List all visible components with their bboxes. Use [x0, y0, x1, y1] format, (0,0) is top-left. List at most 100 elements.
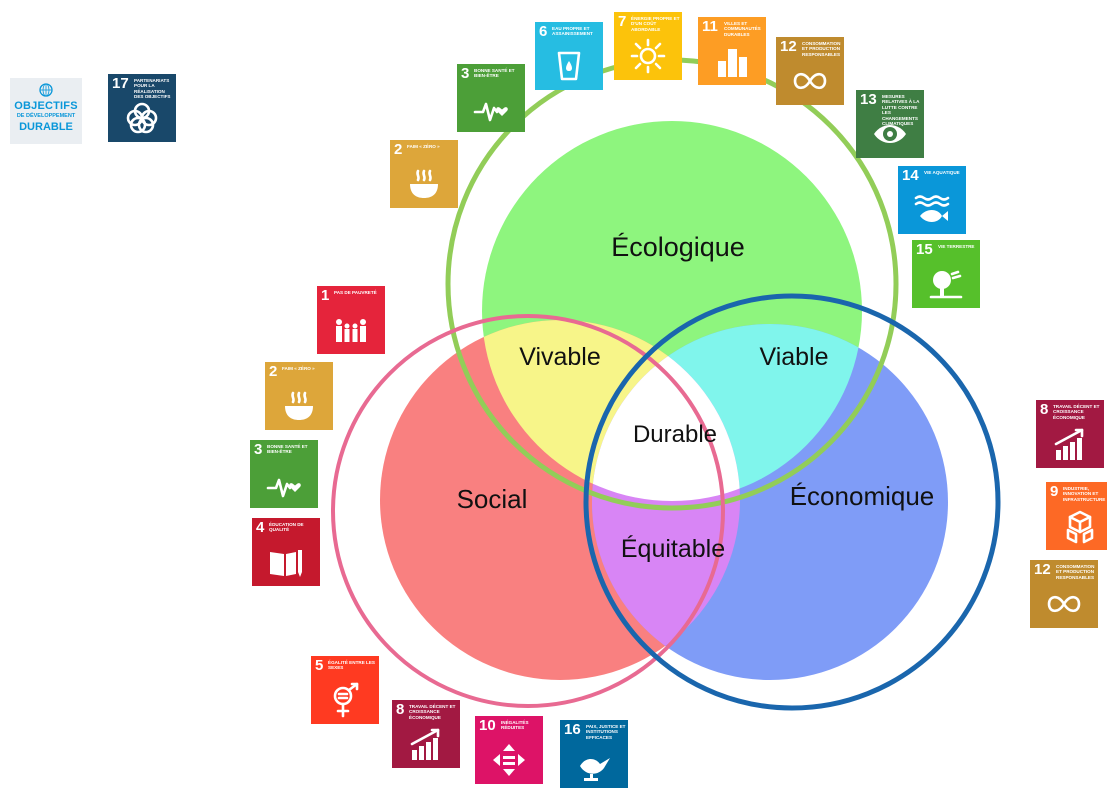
sdg-tile-number: 13 [860, 91, 877, 108]
label-social: Social [457, 484, 528, 514]
sdg-tile-2: 2 FAIM « ZÉRO » [390, 140, 458, 208]
heartbeat-icon [473, 102, 508, 122]
sdg-tile-number: 6 [539, 23, 548, 40]
sdg-tile-number: 11 [702, 18, 718, 35]
reduced-inequality-icon [493, 744, 525, 776]
book-pencil-icon [270, 550, 302, 577]
sdg-tile-16: 16 PAIX, JUSTICE ET INSTITUTIONS EFFICACE… [560, 720, 628, 788]
logo-line-2: DE DÉVELOPPEMENT [16, 113, 76, 119]
infinity-loop-icon [793, 72, 827, 90]
un-globe-icon [39, 83, 53, 97]
label-equitable: Équitable [621, 534, 725, 563]
sdg-tile-6: 6 EAU PROPRE ET ASSAINISSEMENT [535, 22, 603, 90]
sdg-tile-12: 12 CONSOMMATION ET PRODUCTION RESPONSABLE… [1030, 560, 1098, 628]
sdg-tile-title: PAS DE PAUVRETÉ [334, 290, 377, 295]
sdg-tile-number: 12 [780, 38, 797, 55]
sdg-tile-number: 4 [256, 519, 265, 536]
sdg-tile-title: ÉDUCATION DE QUALITÉ [269, 522, 304, 533]
sdg-tile-number: 7 [618, 13, 627, 30]
sdg-tile-title: INDUSTRIE, INNOVATION ET INFRASTRUCTURE [1063, 486, 1106, 502]
sdg-tile-number: 15 [916, 241, 933, 258]
family-icon [336, 319, 366, 342]
infinity-loop-icon [1047, 595, 1081, 613]
gender-equality-icon [333, 682, 359, 718]
sdg-tile-number: 14 [902, 167, 919, 184]
flower-rings-icon [126, 102, 158, 134]
sun-power-icon [630, 38, 666, 74]
sdg-tile-number: 5 [315, 657, 324, 674]
sdg-tile-number: 1 [321, 287, 330, 304]
label-viable: Viable [759, 343, 828, 371]
sdg-tile-12: 12 CONSOMMATION ET PRODUCTION RESPONSABLE… [776, 37, 844, 105]
social-ring [331, 314, 725, 708]
bowl-icon [285, 391, 313, 420]
sdg-tile-title: CONSOMMATION ET PRODUCTION RESPONSABLES [802, 41, 841, 57]
sdg-tile-title: BONNE SANTÉ ET BIEN-ÊTRE [267, 444, 308, 455]
sdg-tile-1: 1 PAS DE PAUVRETÉ [317, 286, 385, 354]
sdg-tile-number: 8 [396, 701, 405, 718]
sdg-tile-number: 9 [1050, 483, 1059, 500]
sdg-tile-number: 10 [479, 717, 496, 734]
sdg-tile-number: 2 [269, 363, 278, 380]
economique-ring [583, 293, 1001, 711]
sdg-tile-number: 16 [564, 721, 581, 738]
label-durable: Durable [633, 421, 717, 448]
label-economique: Économique [790, 481, 935, 511]
heartbeat-icon [266, 478, 301, 498]
sdg-tile-title: BONNE SANTÉ ET BIEN-ÊTRE [474, 68, 515, 79]
durable-center [592, 324, 740, 501]
sdg-tile-number: 2 [394, 141, 403, 158]
sdg-tile-3: 3 BONNE SANTÉ ET BIEN-ÊTRE [457, 64, 525, 132]
logo-line-3: DURABLE [19, 121, 73, 133]
earth-eye-icon [874, 125, 906, 143]
sdg-tile-number: 12 [1034, 561, 1051, 578]
sdg-tile-number: 8 [1040, 401, 1049, 418]
sdg-tile-10: 10 INÉGALITÉS RÉDUITES [475, 716, 543, 784]
sdg-tile-2: 2 FAIM « ZÉRO » [265, 362, 333, 430]
sdg-tile-title: ÉGALITÉ ENTRE LES SEXES [328, 660, 375, 671]
sdg-tile-title: FAIM « ZÉRO » [407, 144, 440, 149]
cubes-icon [1066, 510, 1094, 544]
sdg-tile-title: PAIX, JUSTICE ET INSTITUTIONS EFFICACES [586, 724, 626, 740]
sdg-tile-title: VIE TERRESTRE [938, 244, 975, 249]
sdg-tile-title: PARTENARIATS POUR LA RÉALISATION DES OBJ… [134, 78, 171, 100]
bowl-icon [410, 169, 438, 198]
sdg-tile-title: FAIM « ZÉRO » [282, 366, 315, 371]
sdg-tile-17: 17 PARTENARIATS POUR LA RÉALISATION DES O… [108, 74, 176, 142]
growth-chart-icon [1054, 428, 1084, 460]
sdg-tile-title: TRAVAIL DÉCENT ET CROISSANCE ÉCONOMIQUE [1053, 404, 1100, 420]
sdg-tile-number: 3 [254, 441, 263, 458]
logo-line-1: OBJECTIFS [14, 100, 78, 112]
fish-waves-icon [914, 195, 950, 222]
dove-gavel-icon [580, 758, 610, 781]
sdg-tile-4: 4 ÉDUCATION DE QUALITÉ [252, 518, 320, 586]
sdg-tile-3: 3 BONNE SANTÉ ET BIEN-ÊTRE [250, 440, 318, 508]
sdg-tile-title: ÉNERGIE PROPRE ET D'UN COÛT ABORDABLE [631, 16, 680, 32]
label-vivable: Vivable [519, 343, 601, 371]
sdg-tile-title: MESURES RELATIVES À LA LUTTE CONTRE LES … [882, 94, 920, 127]
sdg-tile-title: TRAVAIL DÉCENT ET CROISSANCE ÉCONOMIQUE [409, 704, 456, 720]
sdg-tile-14: 14 VIE AQUATIQUE [898, 166, 966, 234]
sdg-tile-title: CONSOMMATION ET PRODUCTION RESPONSABLES [1056, 564, 1095, 580]
sdg-tile-11: 11 VILLES ET COMMUNAUTÉS DURABLES [698, 17, 766, 85]
sdg-tile-title: VIE AQUATIQUE [924, 170, 960, 175]
growth-chart-icon [410, 728, 440, 760]
sdg-tile-title: INÉGALITÉS RÉDUITES [501, 720, 529, 731]
sdg-tile-title: EAU PROPRE ET ASSAINISSEMENT [552, 26, 593, 37]
city-buildings-icon [718, 49, 747, 77]
sdg-tile-15: 15 VIE TERRESTRE [912, 240, 980, 308]
sdg-logo: OBJECTIFS DE DÉVELOPPEMENT DURABLE [10, 78, 82, 144]
label-ecologique: Écologique [611, 232, 745, 262]
water-glass-icon [557, 51, 581, 81]
sdg-tile-13: 13 MESURES RELATIVES À LA LUTTE CONTRE LE… [856, 90, 924, 158]
sdg-tile-5: 5 ÉGALITÉ ENTRE LES SEXES [311, 656, 379, 724]
tree-land-icon [929, 270, 963, 299]
sdg-tile-title: VILLES ET COMMUNAUTÉS DURABLES [724, 21, 761, 37]
sdg-tile-number: 3 [461, 65, 470, 82]
sdg-tile-number: 17 [112, 75, 129, 92]
